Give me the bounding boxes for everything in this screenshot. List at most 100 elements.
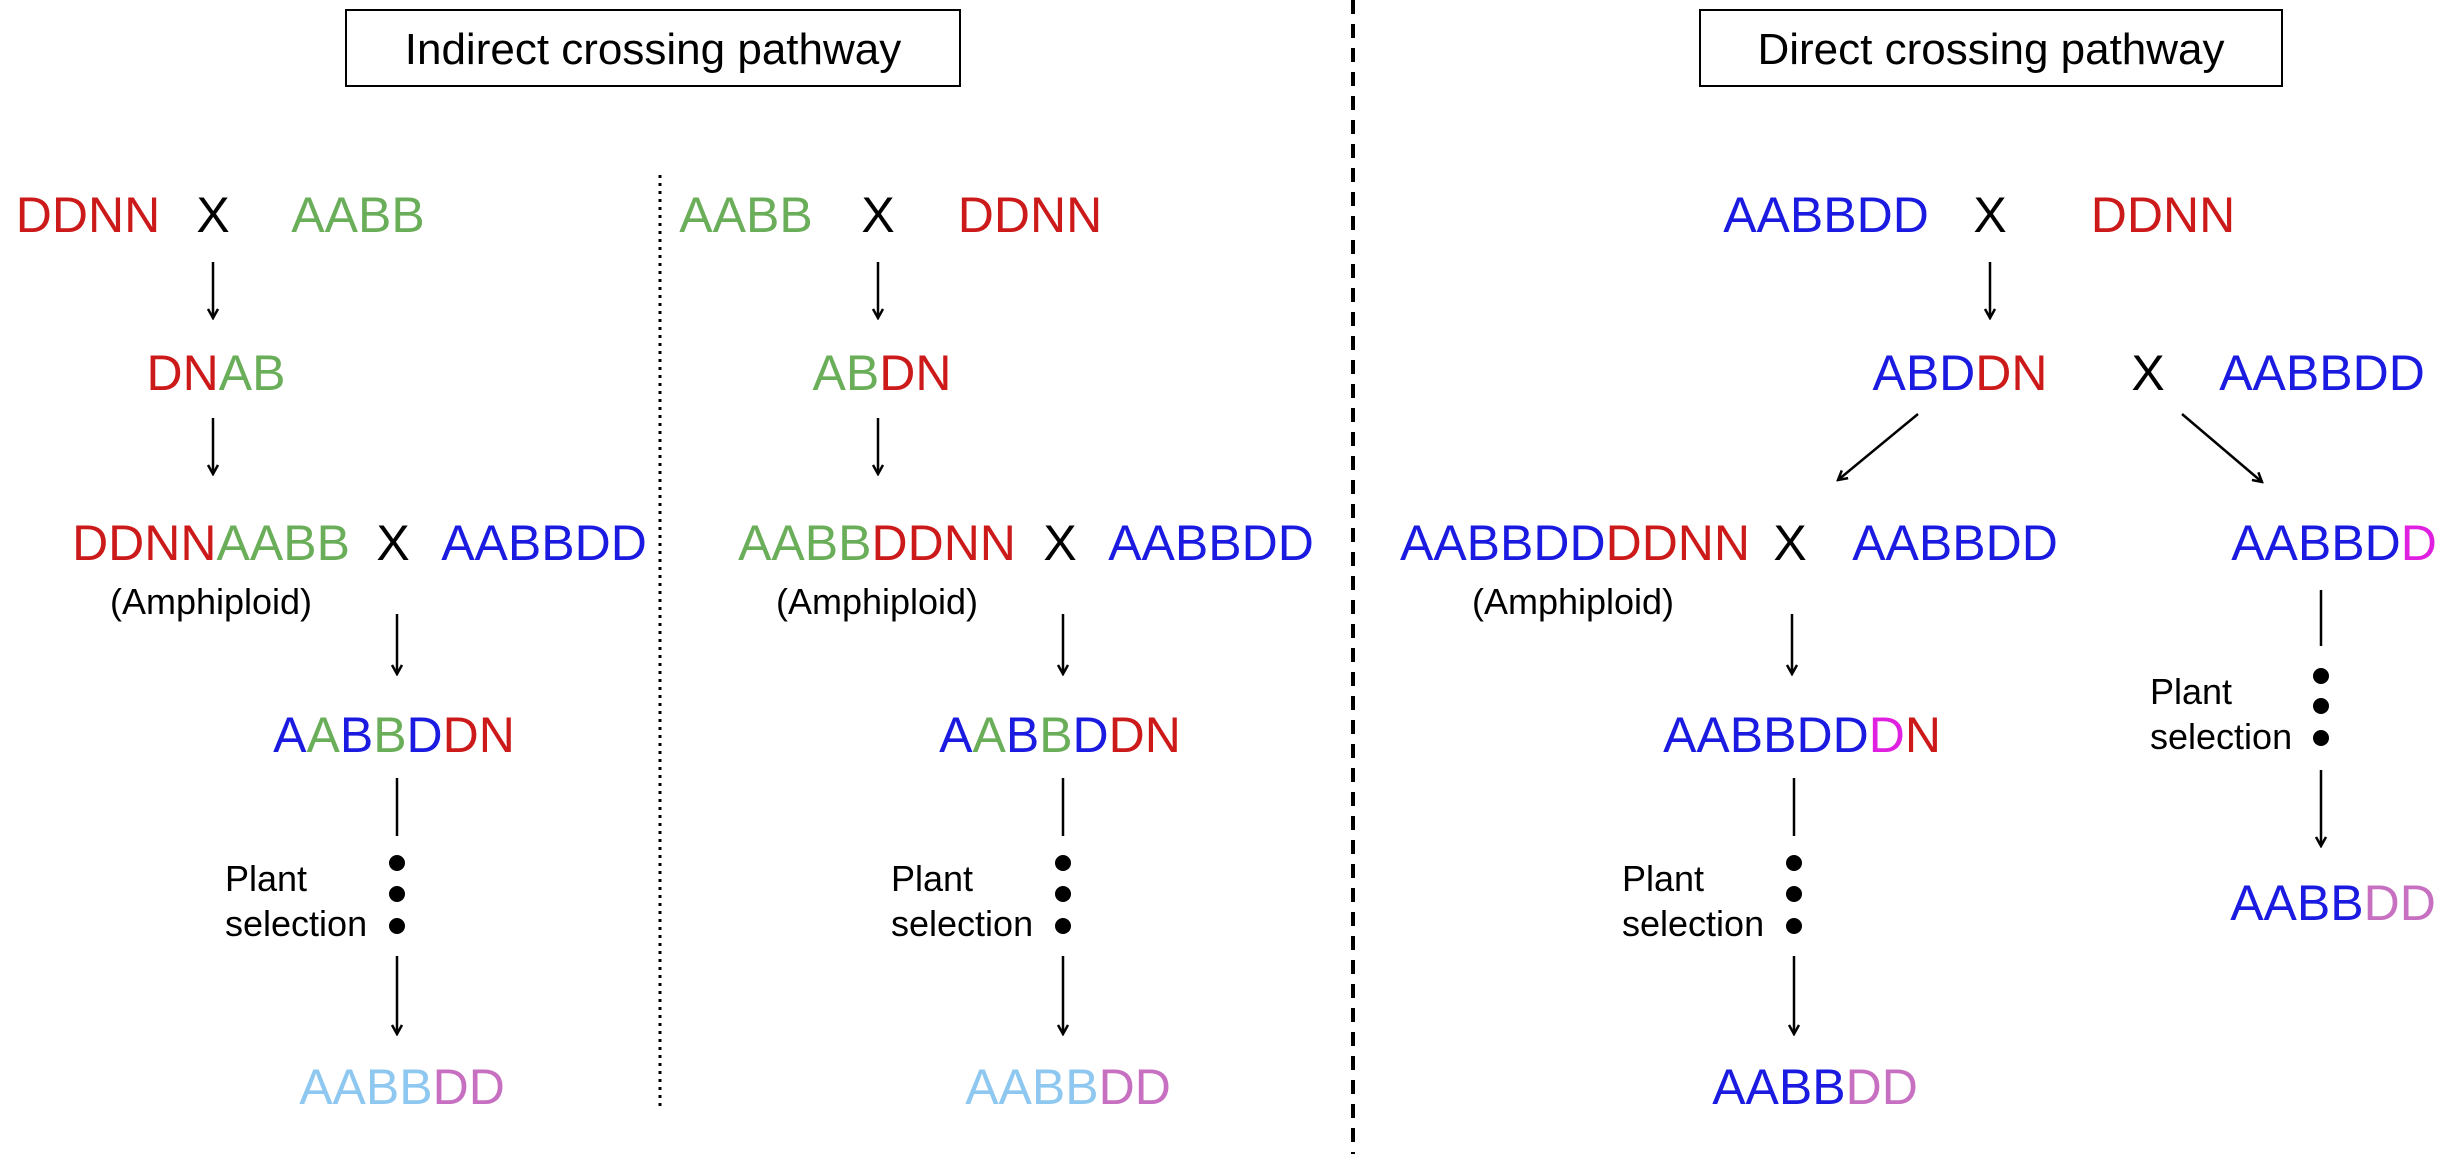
genotype-segment: A — [939, 707, 973, 763]
plant-selection-label: Plant — [2150, 671, 2232, 712]
genotype-segment: AB — [219, 345, 286, 401]
genotype-segment: D — [1869, 707, 1905, 763]
genotype-segment: DN — [1975, 345, 2047, 401]
genotype-segment: AABB — [1712, 1059, 1845, 1115]
selection-dot — [2313, 698, 2329, 714]
genotype-segment: B — [1006, 707, 1039, 763]
genotype-segment: B — [1039, 707, 1072, 763]
genotype-direct-wheat1: AABBDD — [2219, 345, 2425, 401]
cross-symbol: X — [1973, 187, 2006, 243]
genotype-segment: DN — [443, 707, 515, 763]
selection-dot — [1055, 918, 1071, 934]
genotype-segment: DD — [2364, 875, 2436, 931]
genotype-direct-parent2: DDNN — [2091, 187, 2235, 243]
genotype-segment: DN — [147, 345, 219, 401]
genotype-segment: B — [373, 707, 406, 763]
genotype-segment: AABB — [2230, 875, 2363, 931]
genotype-p2-final: AABBDD — [965, 1059, 1171, 1115]
arrow — [1838, 413, 1919, 480]
cross-symbol: X — [196, 187, 229, 243]
genotype-segment: AABB — [291, 187, 424, 243]
genotype-direct-f1: ABDDN — [1872, 345, 2047, 401]
indirect-pathway-title: Indirect crossing pathway — [345, 9, 961, 87]
genotype-p2-parent1: AABB — [679, 187, 812, 243]
genotype-direct-backcross: AABBDDDN — [1663, 707, 1941, 763]
genotype-direct-wheat2: AABBDD — [1852, 515, 2058, 571]
genotype-p2-parent2: DDNN — [958, 187, 1102, 243]
plant-selection-label: selection — [2150, 716, 2292, 757]
genotype-segment: AABBDD — [2219, 345, 2425, 401]
genotype-segment: AABBDD — [1108, 515, 1314, 571]
genotype-segment: DD — [433, 1059, 505, 1115]
plant-selection-label: Plant — [225, 858, 307, 899]
genotype-segment: DD — [1099, 1059, 1171, 1115]
genotype-segment: A — [273, 707, 307, 763]
genotype-p1-parent2: AABB — [291, 187, 424, 243]
genotype-direct-final-left: AABBDD — [1712, 1059, 1918, 1115]
plant-selection-label: selection — [1622, 903, 1764, 944]
genotype-segment: DDNN — [871, 515, 1015, 571]
genotype-segment: DDNN — [2091, 187, 2235, 243]
direct-pathway-title-text: Direct crossing pathway — [1757, 25, 2224, 74]
genotype-segment: AABB — [738, 515, 871, 571]
genotype-segment: DN — [1109, 707, 1181, 763]
selection-dot — [1055, 855, 1071, 871]
arrow — [2181, 413, 2262, 482]
genotype-p2-f1: ABDN — [813, 345, 952, 401]
selection-dot — [389, 918, 405, 934]
genotype-p1-parent1: DDNN — [16, 187, 160, 243]
selection-dot — [1055, 886, 1071, 902]
plant-selection-label: selection — [891, 903, 1033, 944]
cross-symbol: X — [1043, 515, 1076, 571]
selection-dot — [389, 886, 405, 902]
genotype-p1-backcross: AABBDDN — [273, 707, 515, 763]
genotype-segment: A — [306, 707, 340, 763]
selection-dot — [389, 855, 405, 871]
genotype-p2-wheat: AABBDD — [1108, 515, 1314, 571]
genotype-p1-final: AABBDD — [299, 1059, 505, 1115]
genotype-segment: AABB — [217, 515, 350, 571]
amphiploid-label: (Amphiploid) — [1472, 581, 1674, 622]
genotype-segment: AABB — [965, 1059, 1098, 1115]
genotype-segment: DN — [879, 345, 951, 401]
indirect-pathway-title-text: Indirect crossing pathway — [405, 25, 901, 74]
genotype-p2-backcross: AABBDDN — [939, 707, 1181, 763]
cross-symbol: X — [861, 187, 894, 243]
plant-selection-label: selection — [225, 903, 367, 944]
amphiploid-label: (Amphiploid) — [110, 581, 312, 622]
genotype-p1-f1: DNAB — [147, 345, 286, 401]
genotype-segment: N — [1905, 707, 1941, 763]
genotype-segment: AABBDD — [1400, 515, 1606, 571]
selection-dot — [2313, 730, 2329, 746]
direct-pathway-title: Direct crossing pathway — [1699, 9, 2283, 87]
genotype-segment: DDNN — [16, 187, 160, 243]
cross-symbol: X — [2131, 345, 2164, 401]
genotype-segment: AABBD — [2231, 515, 2401, 571]
genotype-segment: D — [1073, 707, 1109, 763]
selection-dot — [1786, 918, 1802, 934]
genotype-direct-amphiploid: AABBDDDDNN — [1400, 515, 1750, 571]
genotype-direct-parent1: AABBDD — [1723, 187, 1929, 243]
genotype-segment: A — [972, 707, 1006, 763]
genotype-segment: AABBDD — [1723, 187, 1929, 243]
selection-dot — [1786, 886, 1802, 902]
genotype-segment: D — [2401, 515, 2437, 571]
genotype-segment: AABB — [299, 1059, 432, 1115]
genotype-segment: DDNN — [72, 515, 216, 571]
genotype-segment: DDNN — [958, 187, 1102, 243]
genotype-segment: DD — [1846, 1059, 1918, 1115]
plant-selection-label: Plant — [891, 858, 973, 899]
genotype-p2-amphiploid: AABBDDNN — [738, 515, 1016, 571]
amphiploid-label: (Amphiploid) — [776, 581, 978, 622]
selection-dot — [1786, 855, 1802, 871]
genotype-segment: AABBDD — [441, 515, 647, 571]
genotype-segment: B — [340, 707, 373, 763]
selection-dot — [2313, 668, 2329, 684]
genotype-direct-right: AABBDD — [2231, 515, 2437, 571]
genotype-segment: AABBDD — [1663, 707, 1869, 763]
genotype-segment: AABBDD — [1852, 515, 2058, 571]
genotype-segment: D — [407, 707, 443, 763]
cross-symbol: X — [376, 515, 409, 571]
cross-symbol: X — [1773, 515, 1806, 571]
